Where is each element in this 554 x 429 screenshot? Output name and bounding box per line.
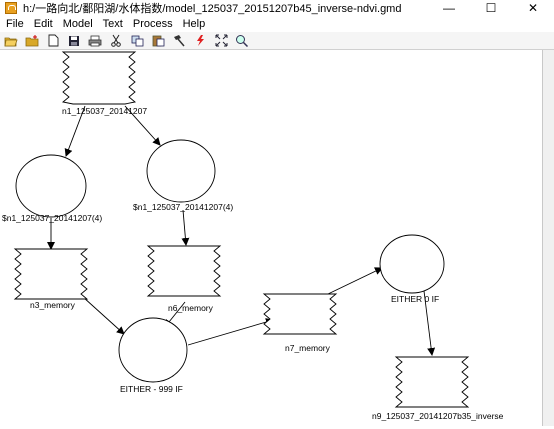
menu-edit[interactable]: Edit xyxy=(33,18,53,30)
label-n9: n9_125037_20141207b35_inverse xyxy=(372,411,504,421)
raster-node-n7[interactable] xyxy=(262,293,338,335)
menu-bar: File Edit Model Text Process Help xyxy=(0,16,554,32)
fit-icon[interactable] xyxy=(214,34,228,48)
save-icon[interactable] xyxy=(67,34,81,48)
label-n6: n6_memory xyxy=(168,303,213,313)
new-folder-icon[interactable] xyxy=(25,34,39,48)
label-f3: EITHER - 999 IF xyxy=(120,384,183,394)
vertical-scrollbar[interactable] xyxy=(543,50,554,426)
edge-f2-n6 xyxy=(181,209,190,246)
label-n3: n3_memory xyxy=(30,300,75,310)
zoom-icon[interactable] xyxy=(235,34,249,48)
copy-icon[interactable] xyxy=(130,34,144,48)
edge-n1-f1 xyxy=(64,105,86,157)
function-node-f4[interactable] xyxy=(379,234,445,294)
app-icon xyxy=(5,2,17,14)
maximize-button[interactable]: ☐ xyxy=(485,1,497,15)
window-controls: — ☐ ✕ xyxy=(428,0,554,16)
window-title: h:/一路向北/鄱阳湖/水体指数/model_125037_20151207b4… xyxy=(23,3,402,15)
paste-icon[interactable] xyxy=(151,34,165,48)
raster-node-n6[interactable] xyxy=(146,245,222,297)
label-n1: n1_125037_20141207 xyxy=(62,106,148,116)
label-n7: n7_memory xyxy=(285,343,330,353)
raster-node-n3[interactable] xyxy=(13,248,89,300)
menu-model[interactable]: Model xyxy=(62,18,93,30)
run-icon[interactable] xyxy=(193,34,207,48)
edge-n7-f4 xyxy=(327,267,383,295)
print-icon[interactable] xyxy=(88,34,102,48)
connectors xyxy=(47,105,436,356)
edge-f3-n7 xyxy=(187,318,274,346)
model-diagram xyxy=(13,51,470,408)
menu-file[interactable]: File xyxy=(6,18,24,30)
label-f4: EITHER 0 IF xyxy=(391,294,440,304)
menu-process[interactable]: Process xyxy=(132,18,173,30)
hammer-icon[interactable] xyxy=(172,34,186,48)
cut-icon[interactable] xyxy=(109,34,123,48)
minimize-button[interactable]: — xyxy=(443,1,455,15)
edge-n1-f2 xyxy=(124,105,161,146)
edge-n3-f3 xyxy=(82,296,125,335)
model-canvas[interactable]: n1_125037_20141207 $n1_125037_20141207(4… xyxy=(0,50,543,426)
new-page-icon[interactable] xyxy=(46,34,60,48)
close-button[interactable]: ✕ xyxy=(527,1,539,15)
open-folder-icon[interactable] xyxy=(4,34,18,48)
title-bar: h:/一路向北/鄱阳湖/水体指数/model_125037_20151207b4… xyxy=(0,0,554,16)
raster-node-n9[interactable] xyxy=(394,356,470,408)
label-f1: $n1_125037_20141207(4) xyxy=(2,213,103,223)
menu-text[interactable]: Text xyxy=(102,18,123,30)
edge-f4-n9 xyxy=(423,290,436,356)
menu-help[interactable]: Help xyxy=(182,18,206,30)
raster-node-n1[interactable] xyxy=(61,51,137,105)
function-node-f3[interactable] xyxy=(118,317,188,383)
function-node-f2[interactable] xyxy=(146,139,216,203)
toolbar xyxy=(0,32,554,50)
label-f2: $n1_125037_20141207(4) xyxy=(133,202,234,212)
function-node-f1[interactable] xyxy=(15,154,87,218)
